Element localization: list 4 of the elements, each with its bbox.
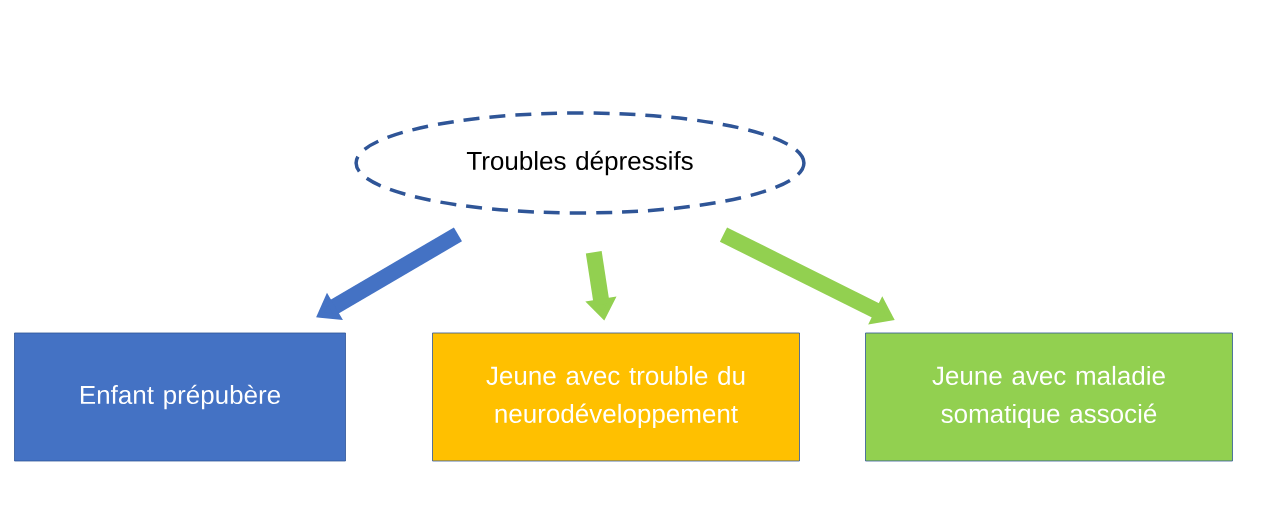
category-box: Jeune avec trouble du neurodéveloppement xyxy=(432,332,800,462)
category-box: Jeune avec maladie somatique associé xyxy=(865,332,1233,462)
category-box: Enfant prépubère xyxy=(14,332,346,462)
oval: Troubles dépressifs xyxy=(354,111,806,215)
